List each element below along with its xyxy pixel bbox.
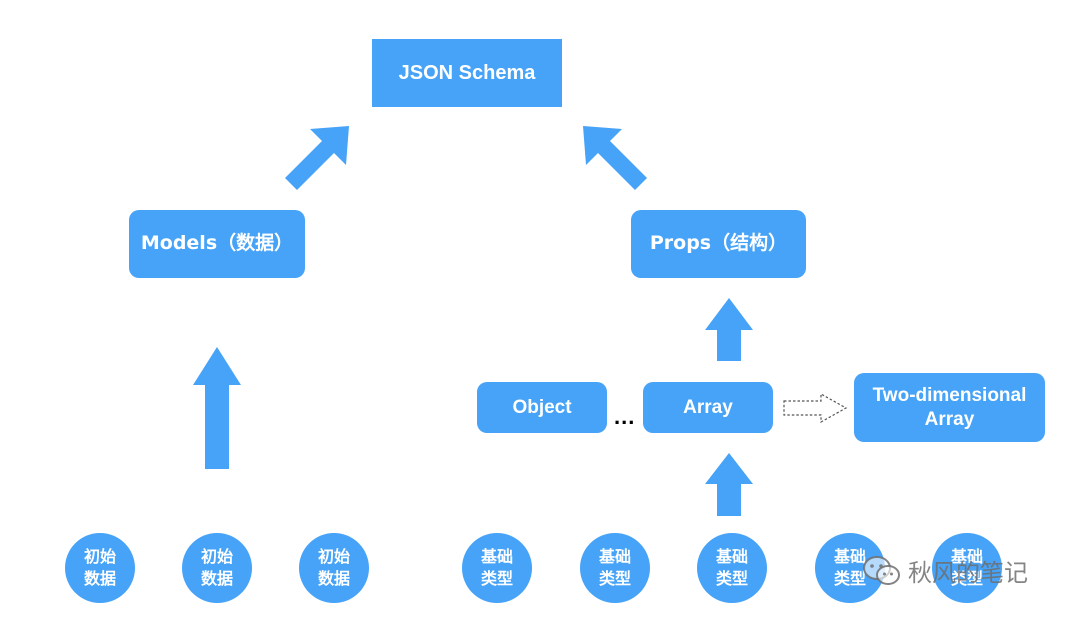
circle-line2: 类型 — [833, 569, 866, 588]
basic-type-circle: 基础 类型 — [697, 533, 767, 603]
arrow-props-to-schema — [583, 126, 647, 190]
arrow-initial-to-models — [193, 347, 241, 469]
circle-line2: 数据 — [317, 569, 350, 588]
props-node: Props（结构） — [631, 210, 806, 278]
arrow-models-to-schema — [285, 126, 349, 190]
initial-data-circle: 初始 数据 — [65, 533, 135, 603]
two-dimensional-line1: Two-dimensional — [872, 384, 1027, 406]
circle-line1: 初始 — [83, 547, 116, 566]
json-schema-node: JSON Schema — [372, 39, 562, 107]
wechat-icon — [863, 555, 900, 585]
arrow-array-to-two-dimensional — [783, 392, 848, 424]
circle-line2: 数据 — [83, 569, 116, 588]
two-dimensional-array-node: Two-dimensional Array — [854, 373, 1045, 442]
circle-line2: 类型 — [598, 569, 631, 588]
circle-line2: 数据 — [200, 569, 233, 588]
circle-line2: 类型 — [715, 569, 748, 588]
basic-type-circle: 基础 类型 — [932, 533, 1002, 603]
basic-type-circle: 基础 类型 — [580, 533, 650, 603]
circle-line1: 基础 — [598, 547, 631, 566]
circle-line2: 类型 — [950, 569, 983, 588]
circle-line1: 基础 — [950, 547, 983, 566]
circle-line1: 初始 — [317, 547, 350, 566]
circle-line1: 基础 — [833, 547, 866, 566]
watermark: 秋风的笔记 — [862, 553, 1028, 588]
initial-data-circle: 初始 数据 — [182, 533, 252, 603]
circle-line1: 基础 — [715, 547, 748, 566]
circle-line2: 类型 — [480, 569, 513, 588]
arrow-array-to-props — [705, 298, 753, 361]
ellipsis-text: ... — [614, 404, 636, 429]
circle-line1: 基础 — [480, 547, 513, 566]
circle-line1: 初始 — [200, 547, 233, 566]
models-node: Models（数据） — [129, 210, 305, 278]
arrow-basic-to-array — [705, 453, 753, 516]
two-dimensional-line2: Array — [924, 408, 975, 430]
initial-data-circle: 初始 数据 — [299, 533, 369, 603]
array-node: Array — [643, 382, 773, 433]
watermark-text: 秋风的笔记 — [908, 559, 1028, 587]
basic-type-circle: 基础 类型 — [462, 533, 532, 603]
object-node: Object — [477, 382, 607, 433]
